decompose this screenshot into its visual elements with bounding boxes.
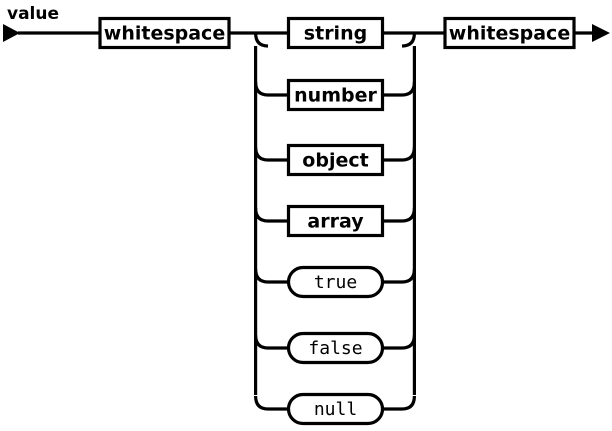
rail-right-from-array <box>382 207 416 223</box>
node-string-label: string <box>304 23 367 45</box>
node-object-label: object <box>302 150 368 172</box>
node-true-pill <box>286 265 385 299</box>
rail-left-to-number <box>254 81 288 97</box>
node-object[interactable]: object <box>286 143 385 177</box>
start-arrowhead <box>3 24 20 42</box>
rail-left-to-false <box>254 334 288 350</box>
node-null[interactable]: null <box>286 392 385 426</box>
rail-left-to-object <box>254 146 288 162</box>
node-true[interactable]: true <box>286 265 385 299</box>
node-number-box <box>286 78 385 112</box>
rail-right-corner-top <box>401 32 416 48</box>
page-title: value <box>7 4 59 24</box>
node-array[interactable]: array <box>286 204 385 238</box>
rail-right-from-number <box>382 81 416 97</box>
node-null-label: null <box>314 399 357 420</box>
node-false-pill <box>286 331 385 365</box>
node-array-box <box>286 204 385 238</box>
node-whitespace-right-box <box>443 16 576 50</box>
node-null-pill <box>286 392 385 426</box>
node-string-box <box>286 16 385 50</box>
rail-left-to-null <box>254 395 288 411</box>
rail-left-to-true <box>254 268 288 284</box>
rail-left-corner-top <box>254 32 269 48</box>
node-array-label: array <box>307 211 364 233</box>
rail-right-from-object <box>382 146 416 162</box>
end-arrowhead <box>592 24 610 42</box>
node-whitespace-right[interactable]: whitespace <box>443 16 576 50</box>
node-object-box <box>286 143 385 177</box>
node-number-label: number <box>294 85 377 107</box>
node-false[interactable]: false <box>286 331 385 365</box>
rail-right-from-false <box>382 334 416 350</box>
node-whitespace-left[interactable]: whitespace <box>98 16 231 50</box>
rail-right-from-true <box>382 268 416 284</box>
node-whitespace-left-label: whitespace <box>104 23 225 45</box>
rail-right-from-null <box>382 395 416 411</box>
node-whitespace-right-label: whitespace <box>449 23 570 45</box>
node-number[interactable]: number <box>286 78 385 112</box>
rail-left-to-array <box>254 207 288 223</box>
node-false-label: false <box>308 338 362 359</box>
node-string[interactable]: string <box>286 16 385 50</box>
node-true-label: true <box>314 272 357 293</box>
